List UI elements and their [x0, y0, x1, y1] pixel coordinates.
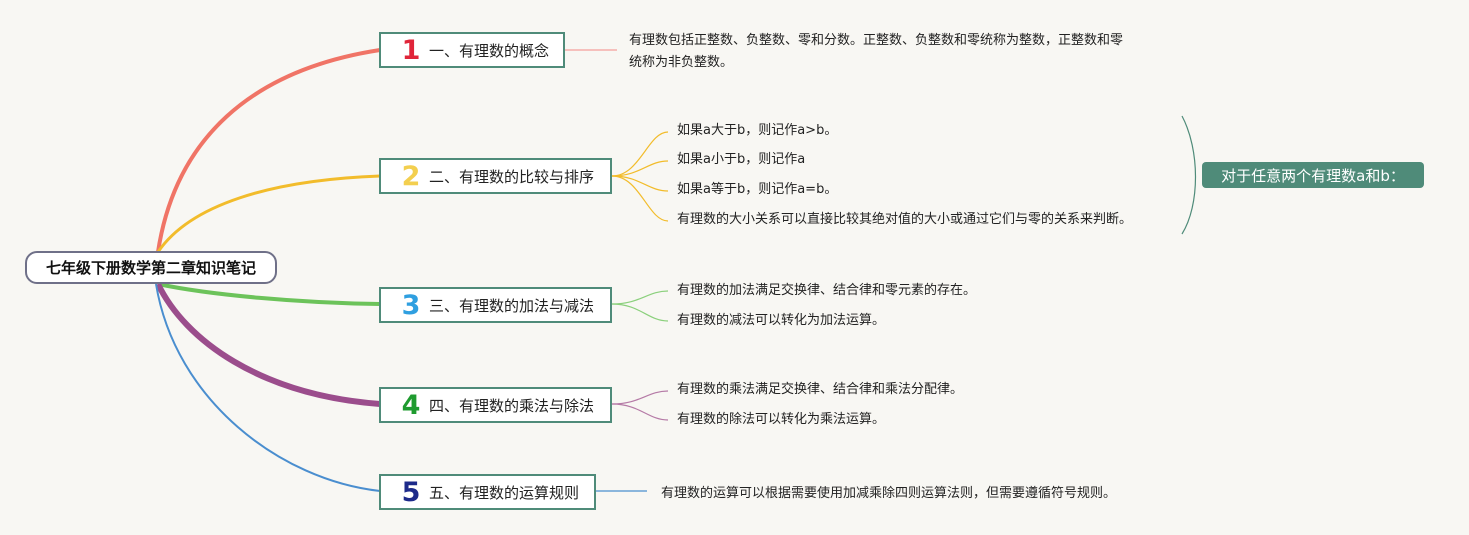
topic-multiply-divide[interactable]: 4 四、有理数的乘法与除法 [379, 387, 612, 423]
detail-operation-rules[interactable]: 有理数的运算可以根据需要使用加减乘除四则运算法则，但需要遵循符号规则。 [661, 486, 1117, 501]
branch-line-1 [156, 48, 381, 253]
number-badge-2: 2 [401, 160, 421, 192]
number-badge-1: 1 [401, 34, 421, 66]
topic-label: 一、有理数的概念 [429, 41, 550, 60]
detail-less[interactable]: 如果a小于b，则记作a [677, 152, 806, 167]
detail-subtraction[interactable]: 有理数的减法可以转化为加法运算。 [677, 313, 886, 328]
number-badge-5: 5 [401, 476, 421, 508]
summary-brace [1181, 115, 1197, 235]
topic-concept[interactable]: 1 一、有理数的概念 [379, 32, 565, 68]
branch-line-3 [157, 282, 381, 306]
number-badge-4: 4 [401, 389, 421, 421]
root-topic[interactable]: 七年级下册数学第二章知识笔记 [25, 251, 277, 284]
detail-greater[interactable]: 如果a大于b，则记作a>b。 [677, 123, 838, 138]
number-badge-3: 3 [401, 289, 421, 321]
topic-operation-rules[interactable]: 5 五、有理数的运算规则 [379, 474, 596, 510]
detail-division[interactable]: 有理数的除法可以转化为乘法运算。 [677, 412, 886, 427]
branch-line-2 [156, 174, 381, 253]
leaf-line-2c [611, 175, 669, 192]
topic-label: 三、有理数的加法与减法 [429, 296, 595, 315]
summary-box[interactable]: 对于任意两个有理数a和b： [1202, 162, 1424, 188]
detail-addition[interactable]: 有理数的加法满足交换律、结合律和零元素的存在。 [677, 283, 977, 298]
leaf-line-4a [611, 390, 669, 405]
leaf-line-3b [611, 303, 669, 322]
leaf-line-2a [611, 131, 669, 177]
topic-label: 五、有理数的运算规则 [429, 483, 580, 502]
leaf-line-2b [611, 160, 669, 177]
branch-line-4 [155, 282, 381, 407]
detail-concept[interactable]: 有理数包括正整数、负整数、零和分数。正整数、负整数和零统称为整数，正整数和零统称… [629, 33, 1124, 70]
detail-compare-method[interactable]: 有理数的大小关系可以直接比较其绝对值的大小或通过它们与零的关系来判断。 [677, 212, 1133, 227]
leaf-line-2d [611, 175, 669, 222]
root-title: 七年级下册数学第二章知识笔记 [45, 259, 256, 277]
leaf-line-4b [611, 403, 669, 421]
detail-equal[interactable]: 如果a等于b，则记作a=b。 [677, 182, 838, 197]
detail-multiplication[interactable]: 有理数的乘法满足交换律、结合律和乘法分配律。 [677, 382, 964, 397]
summary-label: 对于任意两个有理数a和b： [1221, 166, 1405, 185]
leaf-line-3a [611, 290, 669, 305]
topic-label: 二、有理数的比较与排序 [429, 167, 595, 186]
branch-line-5 [155, 283, 381, 492]
topic-label: 四、有理数的乘法与除法 [429, 396, 595, 415]
topic-add-subtract[interactable]: 3 三、有理数的加法与减法 [379, 287, 612, 323]
topic-compare-sort[interactable]: 2 二、有理数的比较与排序 [379, 158, 612, 194]
